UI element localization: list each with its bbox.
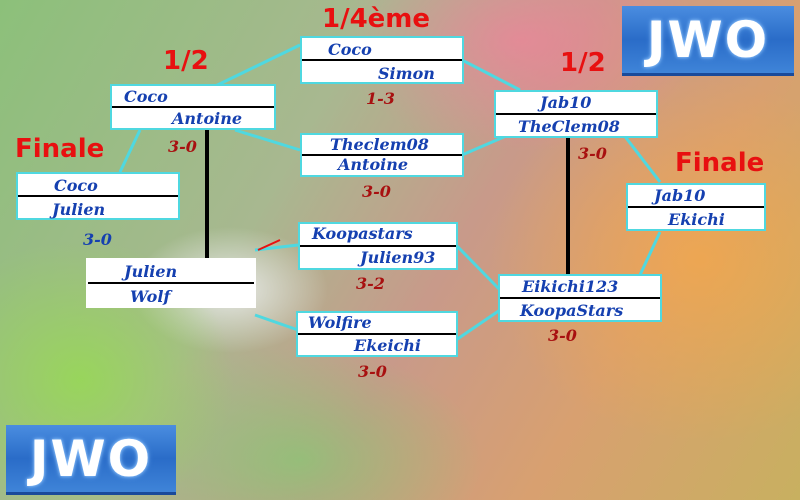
- red-mark: [257, 239, 281, 251]
- player-name: Jab10: [540, 93, 592, 112]
- player-name: Koopastars: [312, 224, 413, 243]
- player-name: Antoine: [172, 109, 242, 128]
- connector-semi-left-final-left: [118, 129, 142, 173]
- match-divider: [18, 195, 178, 197]
- round-label-semi-left: 1/2: [163, 46, 209, 76]
- connector-third-left-qf-bottom: [254, 313, 299, 332]
- match-divider: [300, 245, 456, 247]
- match-divider: [628, 206, 764, 208]
- score-qf-bottom: 3-0: [358, 362, 387, 381]
- round-label-quarter: 1/4ème: [322, 4, 431, 34]
- match-qf-mid-top: Theclem08 Antoine: [300, 133, 464, 177]
- connector-semi-right-final-right: [618, 129, 662, 183]
- player-name: Ekeichi: [354, 336, 421, 355]
- match-divider: [298, 333, 456, 335]
- match-qf-bottom: Wolfire Ekeichi: [296, 311, 458, 357]
- match-final-right: Jab10 Ekichi: [626, 183, 766, 231]
- player-name: Coco: [124, 87, 168, 106]
- jwo-logo-bottom: JWO: [6, 425, 176, 495]
- player-name: Julien: [124, 262, 178, 281]
- match-divider: [302, 59, 462, 61]
- match-semi-right: Jab10 TheClem08: [494, 90, 658, 138]
- player-name: KoopaStars: [520, 301, 624, 320]
- player-name: Simon: [378, 64, 435, 83]
- connector-final-right-third-right: [638, 231, 662, 276]
- score-qf-mid-top: 3-0: [362, 182, 391, 201]
- round-label-semi-right: 1/2: [560, 48, 606, 78]
- match-qf-top: Coco Simon: [300, 36, 464, 84]
- jwo-logo-top: JWO: [622, 6, 794, 76]
- player-name: Julien: [52, 200, 106, 219]
- player-name: Eikichi123: [522, 277, 619, 296]
- score-qf-mid-bottom: 3-2: [356, 274, 385, 293]
- player-name: Coco: [54, 176, 98, 195]
- score-semi-right: 3-0: [578, 144, 607, 163]
- match-divider: [112, 106, 274, 108]
- match-third-left: Julien Wolf: [86, 258, 256, 308]
- connector-qf-top-semi-right: [461, 58, 521, 92]
- match-divider: [500, 297, 660, 299]
- connector-qf-bottom-third-right: [455, 308, 501, 342]
- match-divider: [496, 113, 656, 115]
- score-semi-left: 3-0: [168, 137, 197, 156]
- match-semi-left: Coco Antoine: [110, 84, 276, 130]
- match-final-left: Coco Julien: [16, 172, 180, 220]
- player-name: Wolfire: [308, 313, 372, 332]
- connector-qf-mid-bottom-third-right: [454, 243, 502, 292]
- round-label-final-right: Finale: [675, 148, 765, 178]
- connector-semi-left-qf-mid-top: [234, 128, 301, 152]
- player-name: Theclem08: [330, 135, 429, 154]
- score-third-right: 3-0: [548, 326, 577, 345]
- match-qf-mid-bottom: Koopastars Julien93: [298, 222, 458, 270]
- player-name: Julien93: [360, 248, 436, 267]
- player-name: Antoine: [338, 155, 408, 174]
- player-name: Ekichi: [668, 210, 725, 229]
- round-label-final-left: Finale: [15, 134, 105, 164]
- match-divider: [88, 282, 254, 284]
- match-third-right: Eikichi123 KoopaStars: [498, 274, 662, 322]
- player-name: Jab10: [654, 186, 706, 205]
- player-name: TheClem08: [518, 117, 620, 136]
- match-divider: [302, 154, 462, 156]
- player-name: Wolf: [130, 287, 171, 306]
- score-final-left: 3-0: [83, 230, 112, 249]
- score-qf-top: 1-3: [366, 89, 395, 108]
- player-name: Coco: [328, 40, 372, 59]
